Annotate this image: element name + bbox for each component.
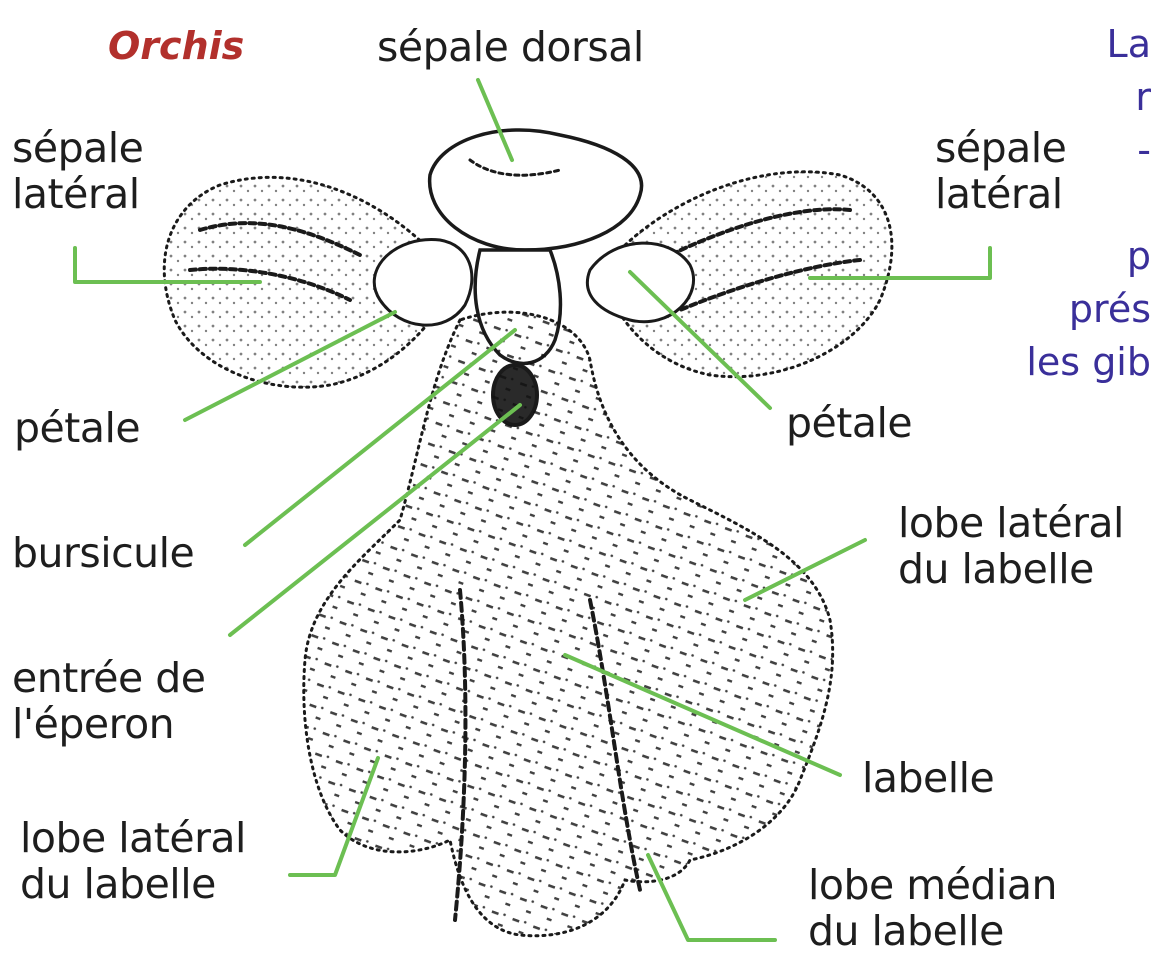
- side-text-line: prés: [1026, 283, 1151, 336]
- label-lobe-median: lobe médian du labelle: [808, 862, 1057, 954]
- side-text-line: les gib: [1026, 336, 1151, 389]
- left-petal: [374, 240, 472, 326]
- label-entree-eperon: entrée de l'éperon: [12, 655, 205, 747]
- label-petale-left: pétale: [14, 405, 140, 451]
- label-petale-right: pétale: [786, 400, 912, 446]
- side-text-line: -: [1026, 124, 1151, 177]
- label-lobe-lateral-right: lobe latéral du labelle: [898, 500, 1124, 592]
- label-sepale-lateral-left: sépale latéral: [12, 125, 143, 217]
- label-lobe-median-line2: du labelle: [808, 908, 1057, 954]
- label-entree-eperon-line2: l'éperon: [12, 701, 205, 747]
- diagram-title: Orchis: [108, 24, 244, 68]
- label-sepale-dorsal: sépale dorsal: [377, 24, 644, 70]
- label-sepale-lateral-left-line1: sépale: [12, 125, 143, 171]
- label-entree-eperon-line1: entrée de: [12, 655, 205, 701]
- side-text-line: p: [1026, 230, 1151, 283]
- cropped-side-text: La r - p prés les gib: [1026, 18, 1151, 389]
- label-bursicule: bursicule: [12, 530, 194, 576]
- label-lobe-lateral-right-line2: du labelle: [898, 546, 1124, 592]
- dorsal-sepal: [430, 130, 642, 250]
- label-sepale-lateral-left-line2: latéral: [12, 171, 143, 217]
- label-labelle: labelle: [862, 755, 994, 801]
- label-lobe-lateral-left: lobe latéral du labelle: [20, 815, 246, 907]
- labellum: [304, 312, 833, 936]
- side-text-line: [1026, 177, 1151, 230]
- label-lobe-median-line1: lobe médian: [808, 862, 1057, 908]
- label-lobe-lateral-right-line1: lobe latéral: [898, 500, 1124, 546]
- side-text-line: r: [1026, 71, 1151, 124]
- flower-drawing: [164, 130, 892, 936]
- label-lobe-lateral-left-line2: du labelle: [20, 861, 246, 907]
- label-lobe-lateral-left-line1: lobe latéral: [20, 815, 246, 861]
- side-text-line: La: [1026, 18, 1151, 71]
